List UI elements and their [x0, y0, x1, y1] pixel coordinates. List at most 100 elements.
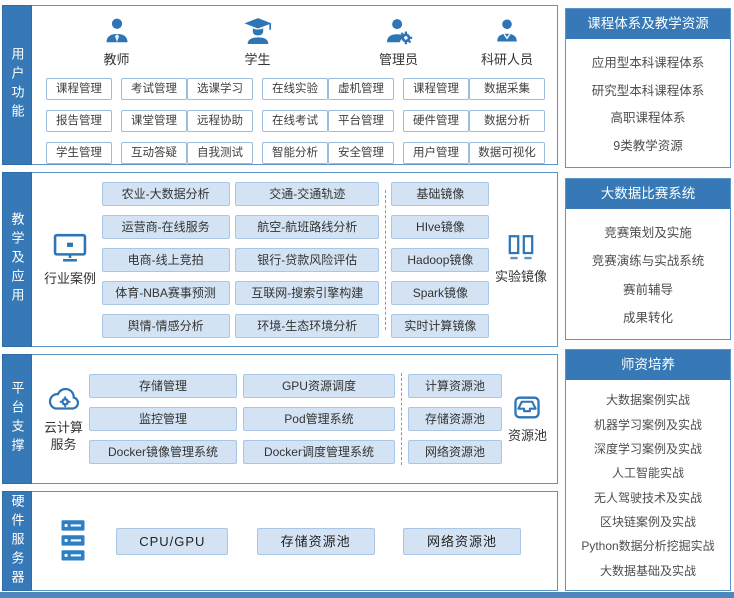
monitor-icon [51, 232, 89, 264]
image-chip: Hadoop镜像 [391, 247, 490, 272]
case-chip: 农业-大数据分析 [101, 181, 230, 206]
user-feature-chip: 数据分析 [469, 110, 545, 132]
server-icon [58, 518, 88, 564]
user-group-student: 学生 选课学习 在线实验 远程协助 在线考试 自我测试 智能分析 [187, 16, 328, 164]
case-chip: 电商-线上竞拍 [101, 247, 230, 272]
image-chip: 基础镜像 [391, 181, 490, 206]
panel-competition-system: 大数据比赛系统 竞赛策划及实施 竞赛演练与实战系统 赛前辅导 成果转化 [565, 178, 731, 340]
image-chip: HIve镜像 [391, 214, 490, 239]
platform-column-2: GPU资源调度 Pod管理系统 Docker调度管理系统 [242, 374, 395, 464]
panel-item: 应用型本科课程体系 [591, 55, 705, 70]
cases-column-2: 交通-交通轨迹 航空-航班路线分析 银行-贷款风险评估 互联网-搜索引擎构建 环… [235, 181, 380, 338]
resource-pool-block: 资源池 [508, 394, 547, 444]
experiment-images-block: 实验镜像 [495, 234, 547, 285]
images-icon [505, 234, 537, 262]
section-platform-support: 平台支撑 [2, 354, 558, 484]
cloud-gear-icon [45, 385, 83, 413]
panel-item-list: 应用型本科课程体系 研究型本科课程体系 高职课程体系 9类教学资源 [566, 39, 730, 167]
case-chip: 舆情-情感分析 [101, 313, 230, 338]
user-feature-chip: 自我测试 [187, 142, 253, 164]
hardware-chip: 网络资源池 [402, 527, 521, 555]
user-feature-chip: 学生管理 [46, 142, 112, 164]
cloud-service-block: 云计算 服务 [44, 385, 83, 453]
hardware-chip: CPU/GPU [116, 527, 229, 555]
platform-chip: Docker调度管理系统 [242, 440, 395, 464]
student-icon [242, 16, 274, 46]
admin-gear-icon [384, 16, 414, 46]
user-feature-chip: 平台管理 [328, 110, 394, 132]
panel-item: 区块链案例及实战 [599, 514, 696, 529]
panel-item: 大数据基础及实战 [599, 563, 696, 578]
panel-title: 师资培养 [566, 350, 730, 380]
researcher-icon [493, 16, 521, 46]
user-feature-chip: 用户管理 [403, 142, 469, 164]
dashed-divider [400, 373, 402, 465]
panel-title: 课程体系及教学资源 [566, 9, 730, 39]
user-feature-chip: 硬件管理 [403, 110, 469, 132]
industry-cases-label: 行业案例 [44, 271, 97, 286]
panel-item: 深度学习案例及实战 [593, 441, 702, 456]
panel-teacher-training: 师资培养 大数据案例实战 机器学习案例及实战 深度学习案例及实战 人工智能实战 … [565, 349, 731, 591]
user-feature-chip: 安全管理 [328, 142, 394, 164]
panel-item: 赛前辅导 [622, 282, 673, 297]
section-hardware-server: 硬件服务器 [2, 491, 558, 591]
user-feature-chip: 课程管理 [403, 78, 469, 100]
image-chip: 实时计算镜像 [391, 313, 490, 338]
admin-feature-list: 虚机管理 课程管理 平台管理 硬件管理 安全管理 用户管理 [328, 78, 469, 164]
pool-column: 计算资源池 存储资源池 网络资源池 [407, 374, 502, 464]
experiment-images-label: 实验镜像 [494, 269, 547, 284]
pool-chip: 网络资源池 [407, 440, 502, 464]
teaching-box: 行业案例 农业-大数据分析 运营商-在线服务 电商-线上竞拍 体育-NBA赛事预… [32, 172, 558, 347]
case-chip: 运营商-在线服务 [101, 214, 230, 239]
case-chip: 航空-航班路线分析 [235, 214, 380, 239]
hardware-chip: 存储资源池 [256, 527, 375, 555]
panel-item: Python数据分析挖掘实战 [581, 539, 715, 554]
user-feature-chip: 互动答疑 [121, 142, 187, 164]
user-group-admin: 管理员 虚机管理 课程管理 平台管理 硬件管理 安全管理 用户管理 [328, 16, 469, 164]
user-feature-chip: 数据可视化 [469, 142, 545, 164]
pool-chip: 存储资源池 [407, 407, 502, 431]
user-group-name: 科研人员 [480, 52, 533, 67]
user-feature-chip: 远程协助 [187, 110, 253, 132]
pool-chip: 计算资源池 [407, 374, 502, 398]
hardware-box: CPU/GPU 存储资源池 网络资源池 [32, 491, 558, 591]
cases-column-1: 农业-大数据分析 运营商-在线服务 电商-线上竞拍 体育-NBA赛事预测 舆情-… [101, 181, 230, 338]
section-label-teaching-application: 教学及应用 [2, 172, 32, 347]
right-column: 课程体系及教学资源 应用型本科课程体系 研究型本科课程体系 高职课程体系 9类教… [565, 8, 731, 591]
teacher-feature-list: 课程管理 考试管理 报告管理 课堂管理 学生管理 互动答疑 [46, 78, 187, 164]
section-label-hardware-server: 硬件服务器 [2, 491, 32, 591]
panel-item: 研究型本科课程体系 [591, 83, 705, 98]
student-feature-list: 选课学习 在线实验 远程协助 在线考试 自我测试 智能分析 [187, 78, 328, 164]
user-group-name: 管理员 [378, 52, 418, 67]
panel-item: 高职课程体系 [610, 111, 686, 126]
panel-item: 大数据案例实战 [605, 393, 690, 408]
user-feature-chip: 数据采集 [469, 78, 545, 100]
panel-item: 竞赛策划及实施 [604, 226, 692, 241]
panel-item: 成果转化 [622, 310, 673, 325]
section-label-user-functions: 用户功能 [2, 5, 32, 165]
user-feature-chip: 课程管理 [46, 78, 112, 100]
platform-column-1: 存储管理 监控管理 Docker镜像管理系统 [89, 374, 237, 464]
user-group-name: 教师 [103, 52, 130, 67]
footer-accent-bar [0, 592, 734, 598]
section-user-functions: 用户功能 教师 课程管理 考试管理 报告管理 [2, 5, 558, 165]
case-chip: 银行-贷款风险评估 [235, 247, 380, 272]
panel-item: 人工智能实战 [611, 466, 684, 481]
user-feature-chip: 虚机管理 [328, 78, 394, 100]
case-chip: 环境-生态环境分析 [235, 313, 380, 338]
case-chip: 交通-交通轨迹 [235, 181, 380, 206]
image-chip: Spark镜像 [391, 280, 490, 305]
panel-course-system: 课程体系及教学资源 应用型本科课程体系 研究型本科课程体系 高职课程体系 9类教… [565, 8, 731, 168]
platform-chip: 存储管理 [89, 374, 237, 398]
main-column: 用户功能 教师 课程管理 考试管理 报告管理 [2, 5, 558, 598]
panel-title: 大数据比赛系统 [566, 179, 730, 209]
panel-item: 机器学习案例及实战 [593, 417, 702, 432]
user-feature-chip: 课堂管理 [121, 110, 187, 132]
researcher-feature-list: 数据采集 数据分析 数据可视化 [469, 78, 545, 164]
user-group-researcher: 科研人员 数据采集 数据分析 数据可视化 [469, 16, 545, 164]
user-group-teacher: 教师 课程管理 考试管理 报告管理 课堂管理 学生管理 互动答疑 [46, 16, 187, 164]
user-functions-box: 教师 课程管理 考试管理 报告管理 课堂管理 学生管理 互动答疑 [32, 5, 558, 165]
panel-item-list: 大数据案例实战 机器学习案例及实战 深度学习案例及实战 人工智能实战 无人驾驶技… [566, 380, 730, 590]
section-teaching-application: 教学及应用 行业案例 农业-大数据分析 [2, 172, 558, 347]
archive-box-icon [512, 394, 542, 421]
